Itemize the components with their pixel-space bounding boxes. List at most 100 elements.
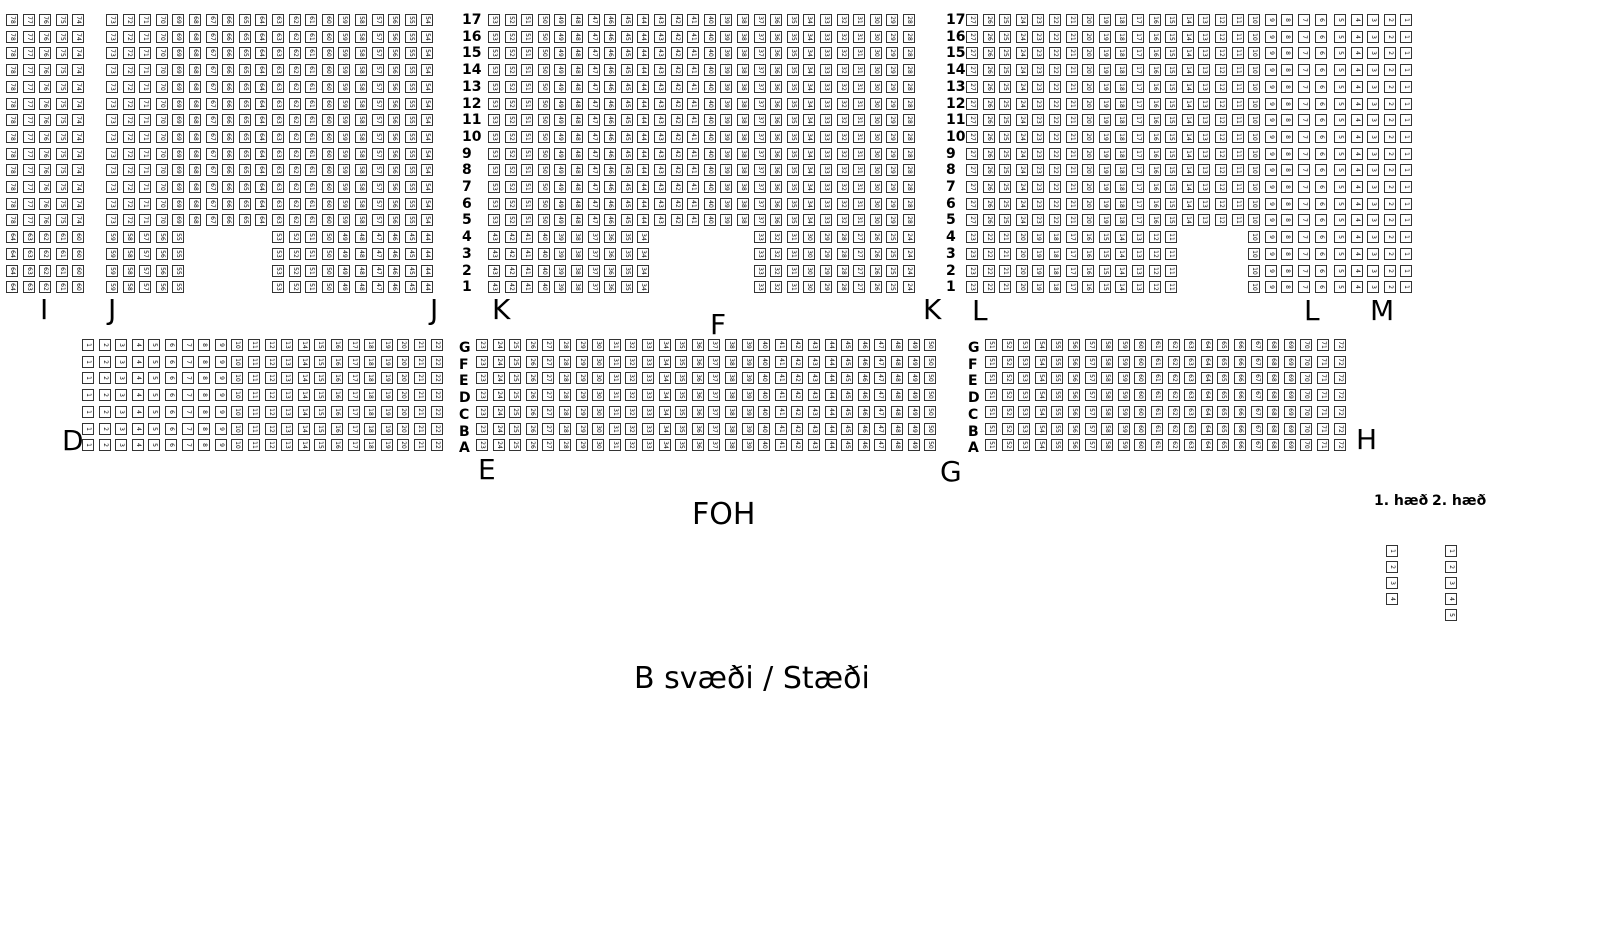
seat[interactable]: 64 xyxy=(255,64,268,77)
seat[interactable]: 53 xyxy=(272,231,284,244)
seat[interactable]: 10 xyxy=(231,405,244,418)
seat[interactable]: 72 xyxy=(1333,372,1346,385)
seat[interactable]: 6 xyxy=(1314,47,1327,60)
seat[interactable]: 35 xyxy=(786,181,799,193)
seat[interactable]: 21 xyxy=(1065,164,1078,177)
seat[interactable]: 2 xyxy=(98,439,111,452)
seat[interactable]: 77 xyxy=(22,181,35,193)
seat[interactable]: 58 xyxy=(355,47,367,60)
seat[interactable]: 76 xyxy=(39,80,52,93)
seat[interactable]: 55 xyxy=(404,114,417,127)
seat[interactable]: 10 xyxy=(1248,264,1261,277)
seat[interactable]: 19 xyxy=(1098,30,1111,43)
seat[interactable]: 35 xyxy=(786,30,799,43)
seat[interactable]: 21 xyxy=(1065,30,1078,43)
seat[interactable]: 12 xyxy=(264,422,277,435)
seat[interactable]: 50 xyxy=(537,64,550,77)
seat[interactable]: 7 xyxy=(1298,214,1310,227)
seat[interactable]: 27 xyxy=(853,264,866,277)
seat[interactable]: 38 xyxy=(737,130,749,143)
seat[interactable]: 37 xyxy=(708,339,721,351)
seat[interactable]: 24 xyxy=(492,372,505,385)
seat[interactable]: 52 xyxy=(504,64,517,77)
seat[interactable]: 30 xyxy=(869,64,882,77)
seat[interactable]: 21 xyxy=(1065,14,1078,26)
seat[interactable]: 30 xyxy=(869,14,882,26)
seat[interactable]: 72 xyxy=(1333,439,1346,452)
seat[interactable]: 50 xyxy=(537,47,550,60)
seat[interactable]: 3 xyxy=(1367,164,1380,177)
seat[interactable]: 2 xyxy=(1383,281,1396,294)
seat[interactable]: 60 xyxy=(321,47,334,60)
seat[interactable]: 39 xyxy=(741,439,754,452)
seat[interactable]: 49 xyxy=(338,264,351,277)
seat[interactable]: 10 xyxy=(231,355,244,368)
seat[interactable]: 32 xyxy=(836,181,849,193)
seat[interactable]: 13 xyxy=(281,372,294,385)
seat[interactable]: 58 xyxy=(1101,422,1114,435)
seat[interactable]: 9 xyxy=(1264,231,1277,244)
seat[interactable]: 42 xyxy=(791,339,804,351)
seat[interactable]: 63 xyxy=(22,264,35,277)
seat[interactable]: 38 xyxy=(571,247,583,260)
seat[interactable]: 72 xyxy=(1333,355,1346,368)
seat[interactable]: 18 xyxy=(364,339,377,351)
seat[interactable]: 72 xyxy=(122,214,135,227)
seat[interactable]: 25 xyxy=(999,197,1012,210)
seat[interactable]: 23 xyxy=(476,405,488,418)
seat[interactable]: 69 xyxy=(1283,389,1296,402)
seat[interactable]: 4 xyxy=(1350,80,1363,93)
seat[interactable]: 68 xyxy=(189,14,201,26)
seat[interactable]: 6 xyxy=(1314,97,1327,110)
seat[interactable]: 36 xyxy=(691,389,704,402)
seat[interactable]: 61 xyxy=(305,197,318,210)
seat[interactable]: 45 xyxy=(841,389,854,402)
seat[interactable]: 11 xyxy=(1231,164,1244,177)
seat[interactable]: 13 xyxy=(1132,281,1144,294)
seat[interactable]: 67 xyxy=(205,147,218,160)
seat[interactable]: 76 xyxy=(39,97,52,110)
seat[interactable]: 8 xyxy=(1281,181,1294,193)
seat[interactable]: 1 xyxy=(1400,80,1413,93)
seat[interactable]: 43 xyxy=(654,80,666,93)
seat[interactable]: 15 xyxy=(1165,114,1178,127)
seat[interactable]: 39 xyxy=(741,372,754,385)
seat[interactable]: 2 xyxy=(1383,47,1396,60)
seat[interactable]: 19 xyxy=(380,372,393,385)
seat[interactable]: 62 xyxy=(288,147,301,160)
seat[interactable]: 44 xyxy=(824,339,837,351)
seat[interactable]: 12 xyxy=(264,372,277,385)
seat[interactable]: 66 xyxy=(1234,389,1246,402)
seat[interactable]: 11 xyxy=(1231,197,1244,210)
seat[interactable]: 44 xyxy=(637,114,650,127)
seat[interactable]: 61 xyxy=(55,281,68,294)
seat[interactable]: 68 xyxy=(1267,372,1280,385)
seat[interactable]: 33 xyxy=(642,372,654,385)
seat[interactable]: 64 xyxy=(6,264,18,277)
seat[interactable]: 50 xyxy=(537,147,550,160)
seat[interactable]: 42 xyxy=(504,231,517,244)
seat[interactable]: 57 xyxy=(371,181,384,193)
seat[interactable]: 28 xyxy=(903,47,915,60)
seat[interactable]: 36 xyxy=(770,164,783,177)
seat[interactable]: 45 xyxy=(620,164,633,177)
seat[interactable]: 14 xyxy=(1181,147,1194,160)
seat[interactable]: 56 xyxy=(388,181,401,193)
seat[interactable]: 74 xyxy=(72,97,85,110)
seat[interactable]: 48 xyxy=(571,164,583,177)
seat[interactable]: 74 xyxy=(72,114,85,127)
seat[interactable]: 1 xyxy=(82,439,94,452)
seat[interactable]: 57 xyxy=(1084,339,1097,351)
seat[interactable]: 7 xyxy=(1298,30,1310,43)
seat[interactable]: 55 xyxy=(404,164,417,177)
seat[interactable]: 5 xyxy=(1334,80,1346,93)
seat[interactable]: 11 xyxy=(1231,181,1244,193)
seat[interactable]: 25 xyxy=(886,247,899,260)
seat[interactable]: 57 xyxy=(371,130,384,143)
seat[interactable]: 18 xyxy=(364,355,377,368)
seat[interactable]: 19 xyxy=(1098,80,1111,93)
seat[interactable]: 53 xyxy=(488,97,500,110)
seat[interactable]: 68 xyxy=(1267,339,1280,351)
seat[interactable]: 31 xyxy=(853,214,866,227)
seat[interactable]: 15 xyxy=(1165,80,1178,93)
